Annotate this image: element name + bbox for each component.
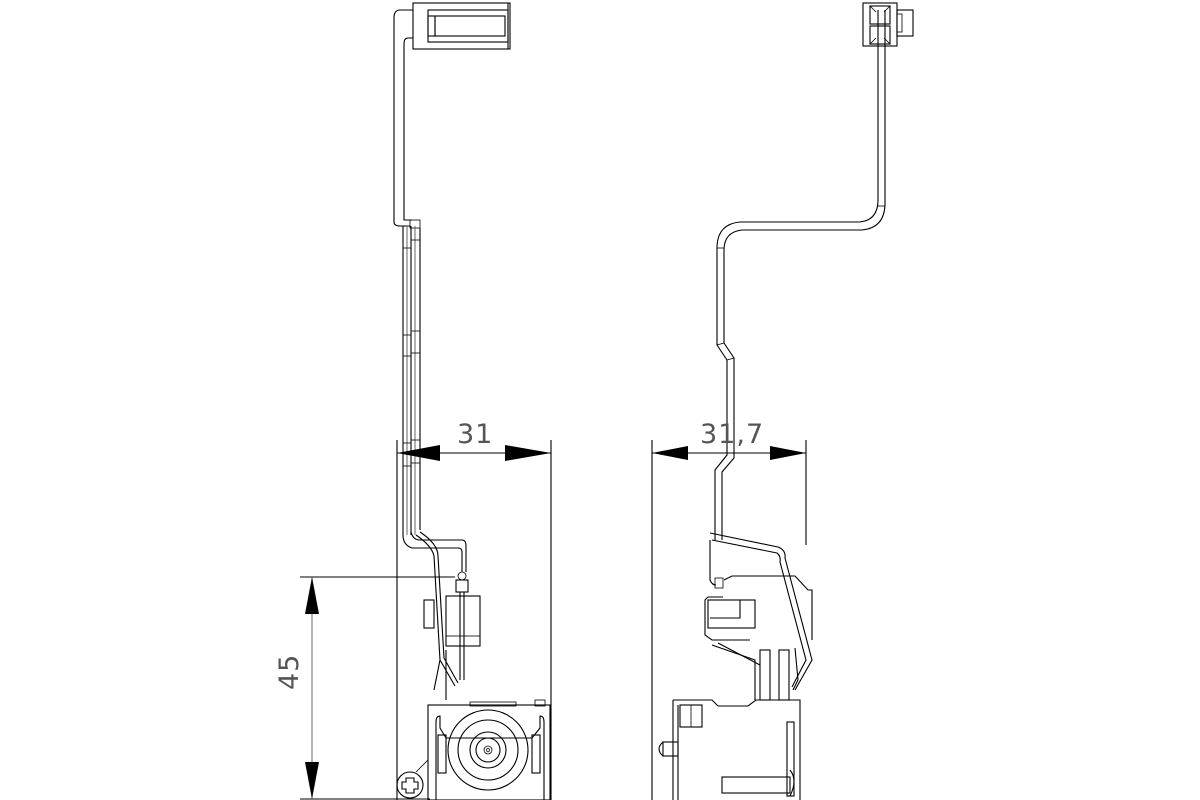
top-connector-side bbox=[862, 2, 914, 47]
dimension-height-front bbox=[300, 576, 455, 800]
front-view bbox=[300, 2, 552, 800]
mechanism-front bbox=[402, 531, 481, 700]
dimension-width-side bbox=[651, 440, 807, 800]
screw-icon bbox=[396, 771, 424, 799]
coil-body-front bbox=[396, 699, 551, 800]
vertical-strip-front bbox=[393, 210, 421, 535]
top-connector-front bbox=[393, 2, 511, 210]
coil-body-side bbox=[658, 699, 801, 800]
mechanism-side bbox=[704, 532, 813, 701]
dimension-width-front bbox=[396, 440, 552, 800]
wire-side bbox=[714, 10, 886, 540]
side-view bbox=[651, 2, 914, 800]
